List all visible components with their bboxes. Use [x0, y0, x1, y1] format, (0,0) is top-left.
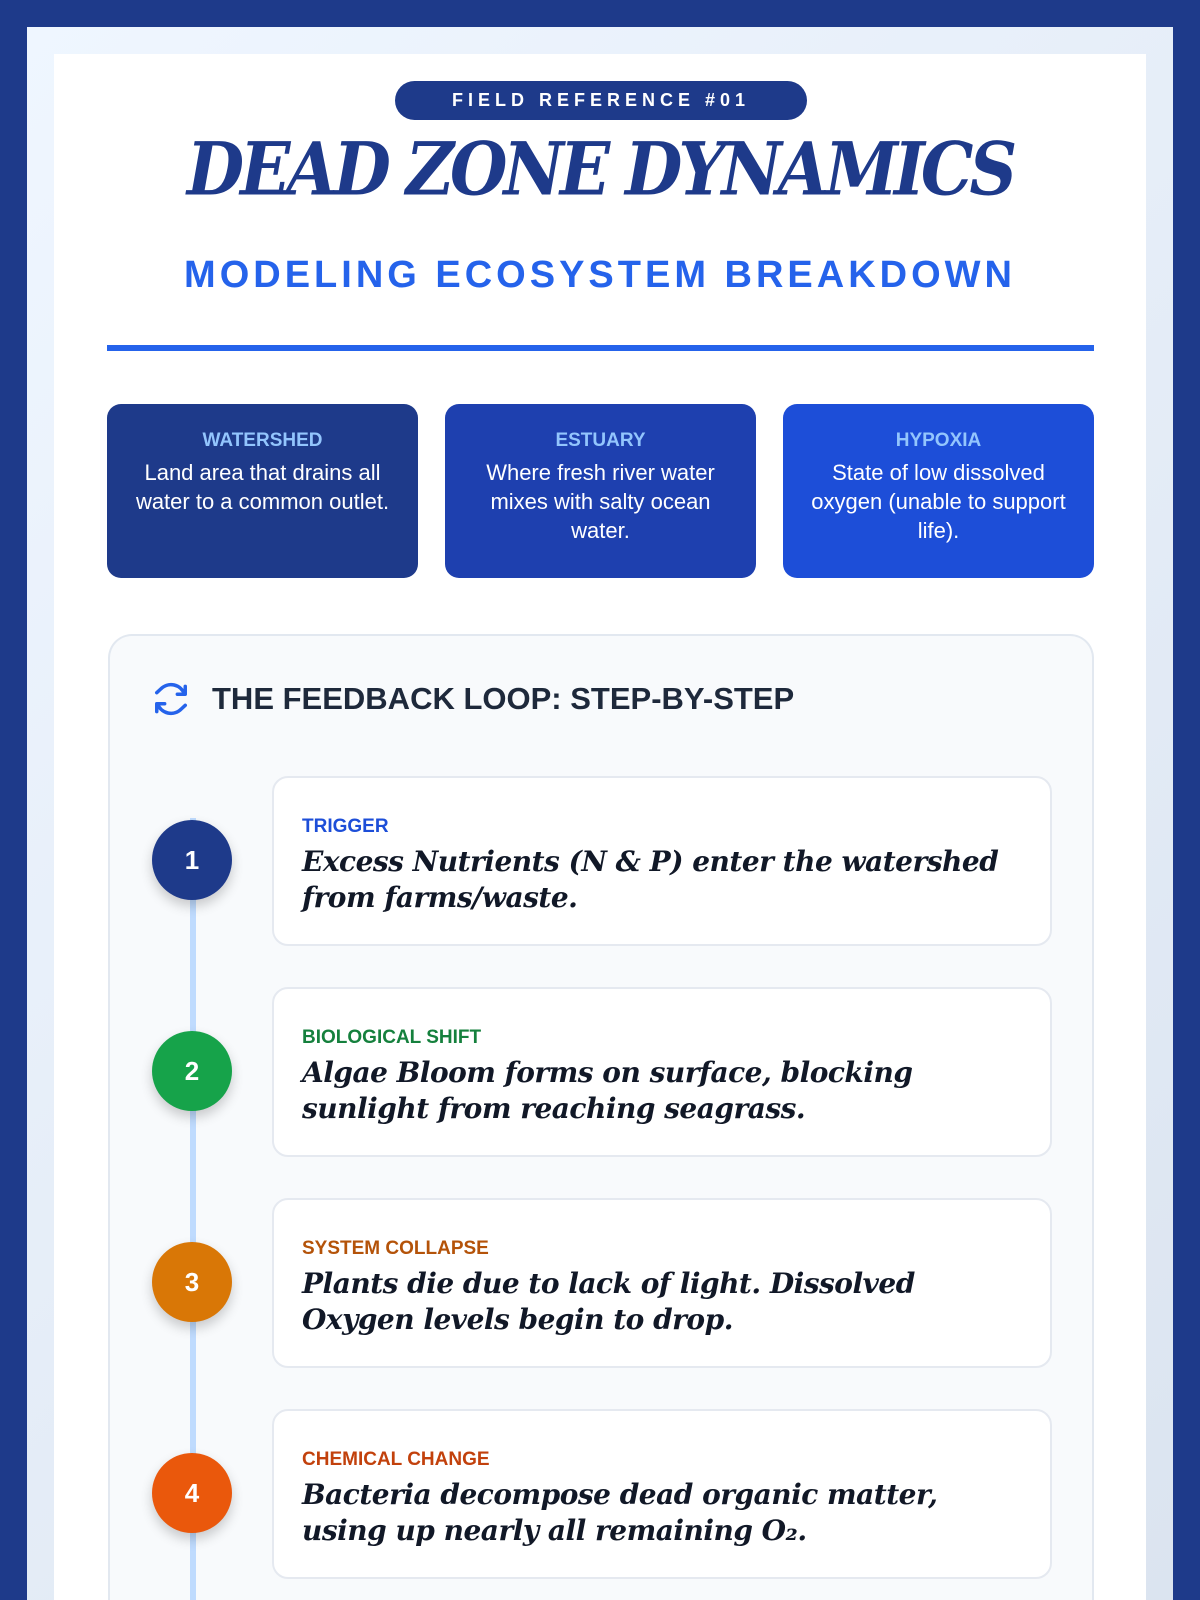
reference-sheet: FIELD REFERENCE #01 DEAD ZONE DYNAMICS M… [54, 54, 1146, 1600]
step-number-badge: 3 [152, 1242, 232, 1322]
step-label: BIOLOGICAL SHIFT [302, 1027, 482, 1048]
step-card: 2 BIOLOGICAL SHIFT Algae Bloom forms on su… [152, 987, 1052, 1157]
step-number-badge: 1 [152, 820, 232, 900]
page-title: DEAD ZONE DYNAMICS [186, 126, 1017, 212]
step-card: 4 CHEMICAL CHANGE Bacteria decompose dead … [152, 1409, 1052, 1579]
section-title: THE FEEDBACK LOOP: STEP-BY-STEP [212, 681, 795, 716]
field-reference-badge: FIELD REFERENCE #01 [395, 81, 807, 120]
step-text: Bacteria decompose dead organic matter, … [302, 1478, 938, 1547]
timeline-line [190, 818, 196, 1600]
definition-text: Where fresh river water mixes with salty… [486, 460, 715, 543]
step-card: 1 TRIGGER Excess Nutrients (N & P) enter t… [152, 776, 1052, 946]
step-number-badge: 4 [152, 1453, 232, 1533]
step-label: TRIGGER [302, 816, 389, 837]
page-subtitle: MODELING ECOSYSTEM BREAKDOWN [184, 254, 1016, 296]
definition-term: HYPOXIA [895, 430, 982, 451]
step-text: Algae Bloom forms on surface, blocking s… [302, 1056, 913, 1125]
definition-text: State of low dissolved oxygen (unable to… [811, 460, 1066, 543]
step-text: Excess Nutrients (N & P) enter the water… [302, 845, 999, 914]
section-header: THE FEEDBACK LOOP: STEP-BY-STEP [152, 680, 794, 718]
definition-text: Land area that drains all water to a com… [135, 460, 390, 514]
definition-card-estuary: ESTUARY Where fresh river water mixes wi… [445, 404, 756, 578]
step-card: 3 SYSTEM COLLAPSE Plants die due to lack o… [152, 1198, 1052, 1368]
step-text: Plants die due to lack of light. Dissolv… [302, 1267, 915, 1336]
step-label: SYSTEM COLLAPSE [302, 1238, 489, 1259]
step-number-badge: 2 [152, 1031, 232, 1111]
page-frame: FIELD REFERENCE #01 DEAD ZONE DYNAMICS M… [27, 27, 1173, 1600]
definition-card-watershed: WATERSHED Land area that drains all wate… [107, 404, 418, 578]
feedback-loop-section: THE FEEDBACK LOOP: STEP-BY-STEP 1 TRIGGER… [108, 634, 1094, 1600]
refresh-icon [155, 682, 187, 716]
divider [107, 345, 1094, 351]
definition-term: WATERSHED [202, 430, 323, 451]
definition-term: ESTUARY [555, 430, 646, 451]
definition-card-hypoxia: HYPOXIA State of low dissolved oxygen (u… [783, 404, 1094, 578]
step-label: CHEMICAL CHANGE [302, 1449, 490, 1470]
